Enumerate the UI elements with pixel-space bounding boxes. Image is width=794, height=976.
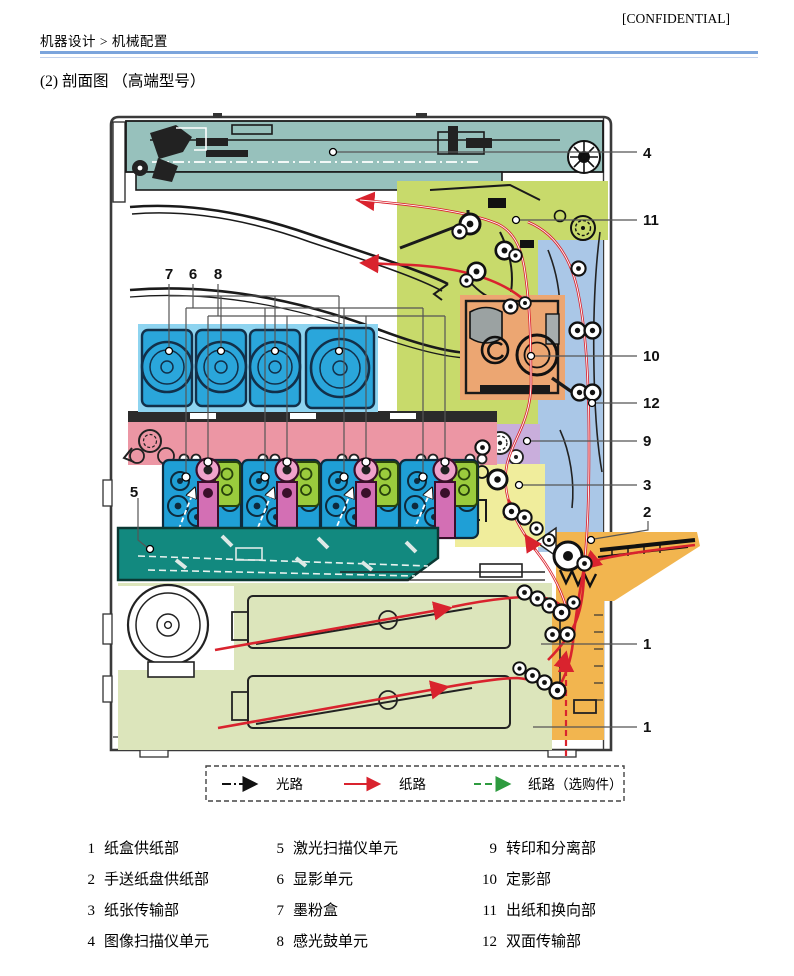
fixing-unit [460, 295, 573, 400]
callout-numbers: 4 11 10 12 9 3 2 1 1 7 6 8 5 [130, 145, 660, 736]
scanner-fan [567, 140, 601, 174]
callout-1-lower: 1 [643, 719, 651, 736]
laser-mirrors [174, 534, 418, 572]
cassette-area [118, 563, 552, 750]
callout-4: 4 [643, 145, 652, 162]
legend-paper-path: 纸路 [399, 777, 426, 792]
main-motor [126, 583, 210, 678]
callout-2: 2 [643, 504, 651, 521]
callout-9: 9 [643, 433, 651, 450]
leader-lines [137, 147, 649, 728]
callout-12: 12 [643, 395, 660, 412]
scanner-right-assembly [437, 126, 492, 155]
callout-6: 6 [189, 266, 197, 283]
scanner-unit [125, 120, 604, 191]
legend-box: 光路 纸路 纸路（选购件） [205, 765, 625, 802]
callout-11: 11 [643, 212, 659, 229]
breadcrumb: 机器设计 > 机械配置 [40, 34, 168, 49]
callout-3: 3 [643, 477, 651, 494]
header-rule [40, 51, 758, 54]
callout-10: 10 [643, 348, 660, 365]
page-title: (2) 剖面图 （高端型号） [40, 73, 206, 90]
toner-bottles [138, 324, 378, 412]
callout-1-upper: 1 [643, 636, 651, 653]
callout-7: 7 [165, 266, 173, 283]
laser-scanner-unit [116, 526, 440, 582]
callout-5: 5 [130, 484, 138, 501]
header-rule-thin [40, 57, 758, 58]
rollers [451, 212, 602, 700]
callout-8: 8 [214, 266, 222, 283]
scanner-carriage [132, 124, 273, 182]
toner-feed-band [122, 411, 497, 465]
confidential-label: [CONFIDENTIAL] [622, 11, 730, 26]
legend-light-path: 光路 [276, 777, 303, 792]
legend-paper-path-optional: 纸路（选购件） [528, 777, 623, 792]
